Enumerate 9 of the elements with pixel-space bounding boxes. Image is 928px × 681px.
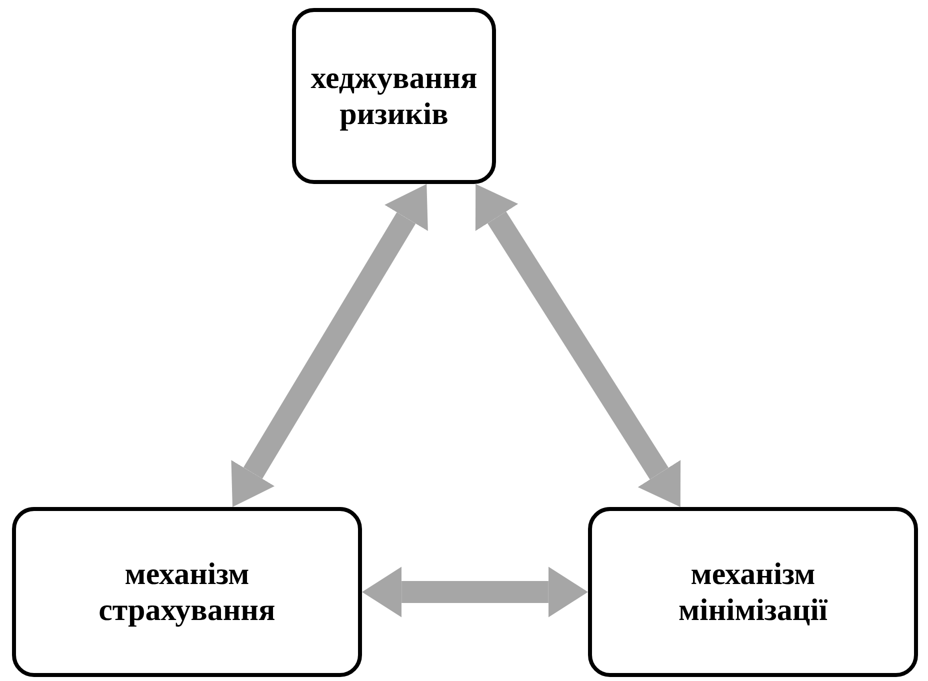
rounded-box bbox=[12, 507, 362, 677]
rounded-box bbox=[588, 507, 918, 677]
box-label: механізм мінімізації bbox=[678, 556, 829, 628]
double-arrow bbox=[362, 566, 588, 618]
box-label: механізм страхування bbox=[98, 556, 276, 628]
double-arrow bbox=[231, 184, 428, 507]
double-arrow bbox=[475, 184, 681, 507]
box-label: хеджування ризиків bbox=[310, 60, 478, 132]
rounded-box bbox=[292, 8, 496, 184]
